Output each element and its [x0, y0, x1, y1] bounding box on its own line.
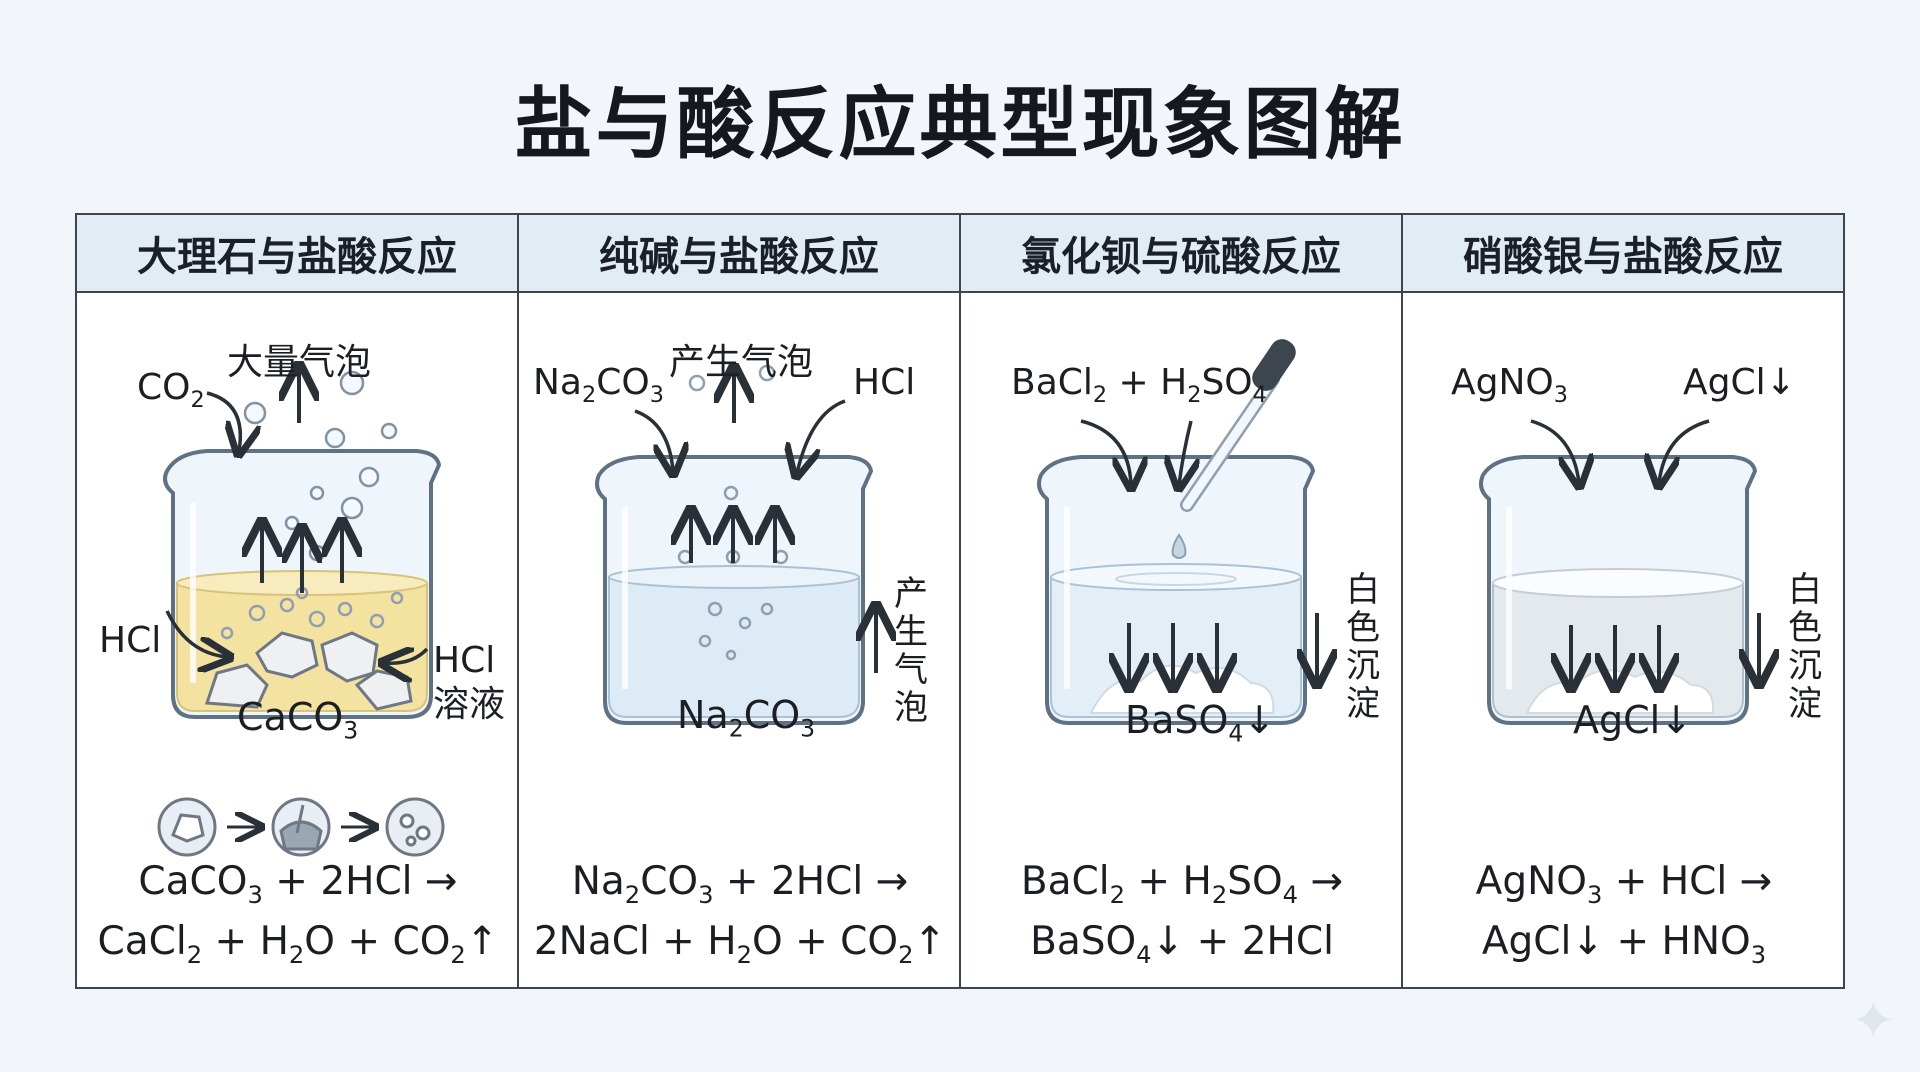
- equation-line2: CaCl2 + H2O + CO2↑: [97, 919, 499, 969]
- panel-bacl2-h2so4: 氯化钡与硫酸反应: [961, 215, 1403, 987]
- label-co2: CO2: [137, 367, 205, 414]
- label-reactants: BaCl2 + H2SO4: [1011, 362, 1267, 409]
- label-na2co3: Na2CO3: [533, 362, 664, 409]
- equation-line1: AgNO3 + HCl →: [1475, 859, 1773, 909]
- equation-line2: BaSO4↓ + 2HCl: [1030, 919, 1334, 969]
- equation-line2: AgCl↓ + HNO3: [1481, 919, 1767, 969]
- reaction-table: 大理石与盐酸反应: [75, 213, 1845, 989]
- label-white-precipitate: 白色沉淀: [1788, 570, 1822, 724]
- equation-line2: 2NaCl + H2O + CO2↑: [533, 919, 947, 969]
- page-title: 盐与酸反应典型现象图解: [514, 80, 1406, 170]
- label-hcl-solution: HCl 溶液: [433, 640, 506, 725]
- panel-soda-hcl: 纯碱与盐酸反应: [519, 215, 961, 987]
- equation-line1: Na2CO3 + 2HCl →: [571, 859, 909, 909]
- beaker-illustration: [1037, 339, 1403, 725]
- beaker: [595, 455, 874, 725]
- panel-header: 大理石与盐酸反应: [77, 215, 517, 293]
- beaker-illustration: [157, 293, 445, 857]
- label-hcl: HCl: [853, 362, 916, 403]
- label-white-precipitate: 白色沉淀: [1346, 570, 1380, 724]
- dissolve-steps: [157, 797, 445, 857]
- label-hcl: HCl: [99, 620, 162, 661]
- beaker-illustration: [595, 293, 961, 725]
- label-vertical-bubbles: 产生气泡: [894, 574, 928, 728]
- label-baso4: BaSO4↓: [1125, 698, 1276, 748]
- label-agcl-precipitate: AgCl↓: [1573, 698, 1693, 742]
- label-many-bubbles: 大量气泡: [227, 342, 372, 383]
- equation-line1: BaCl2 + H2SO4 →: [1020, 859, 1344, 909]
- bubbles: [677, 364, 789, 661]
- beaker: [1479, 455, 1758, 725]
- beaker-illustration: [1479, 419, 1843, 725]
- liquid: [608, 569, 860, 718]
- label-agno3: AgNO3: [1451, 362, 1568, 409]
- panel-header: 硝酸银与盐酸反应: [1403, 215, 1843, 293]
- equation-line1: CaCO3 + 2HCl →: [138, 859, 458, 909]
- beaker: [1037, 455, 1316, 725]
- panel-marble-hcl: 大理石与盐酸反应: [77, 215, 519, 987]
- panel-header: 氯化钡与硫酸反应: [961, 215, 1401, 293]
- label-produce-bubbles: 产生气泡: [669, 342, 814, 383]
- panel-agno3-hcl: 硝酸银与盐酸反应 AgNO3 AgCl↓ 白色沉淀 Ag: [1403, 215, 1843, 987]
- label-caco3: CaCO3: [237, 695, 359, 745]
- sparkle-icon: ✦: [1850, 989, 1896, 1052]
- label-agcl: AgCl↓: [1683, 362, 1796, 403]
- dropper: [1171, 339, 1296, 559]
- label-solution: Na2CO3: [677, 693, 816, 743]
- panel-header: 纯碱与盐酸反应: [519, 215, 959, 293]
